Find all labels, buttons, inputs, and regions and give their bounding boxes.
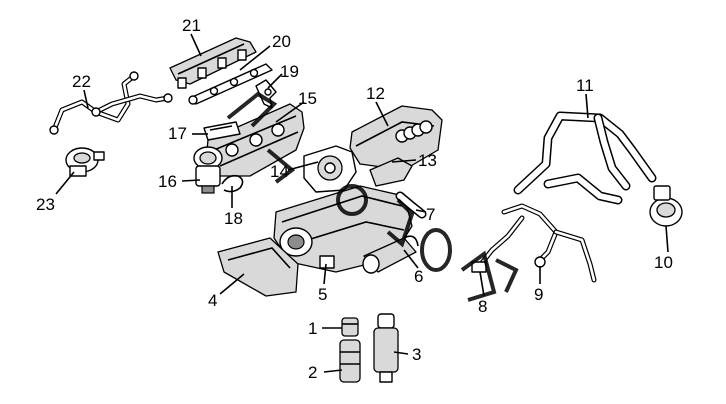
leader-2 — [323, 369, 343, 373]
callout-8: 8 — [478, 297, 487, 316]
part-14-housing — [303, 145, 357, 193]
callout-22: 22 — [72, 72, 91, 91]
callout-13: 13 — [418, 151, 437, 170]
callout-16: 16 — [158, 172, 177, 191]
part-16-throttle-body — [193, 146, 223, 194]
watermark — [226, 91, 519, 302]
leader-3 — [393, 351, 409, 355]
callout-5: 5 — [318, 285, 327, 304]
callout-9: 9 — [534, 285, 543, 304]
leader-19 — [267, 73, 283, 89]
callout-6: 6 — [414, 267, 423, 286]
part-23-valve — [65, 147, 105, 177]
leader-8 — [479, 271, 485, 297]
callout-7: 7 — [426, 205, 435, 224]
part-20-wiring-strip — [188, 63, 273, 105]
part-12-engine-cover — [349, 105, 443, 171]
callout-12: 12 — [366, 84, 385, 103]
leader-11 — [585, 93, 589, 119]
part-9-pipe-assembly — [501, 203, 597, 283]
leader-20 — [239, 45, 271, 71]
callout-1: 1 — [308, 319, 317, 338]
leader-6 — [403, 249, 419, 269]
leader-10 — [665, 225, 669, 253]
part-1-cap — [341, 317, 359, 337]
leader-lines — [55, 33, 669, 373]
leader-12 — [375, 101, 389, 127]
callout-21: 21 — [182, 16, 201, 35]
leader-13 — [391, 159, 417, 163]
callout-2: 2 — [308, 363, 317, 382]
part-22-vacuum-pipes — [49, 71, 173, 135]
leader-7 — [415, 209, 427, 213]
callout-14: 14 — [270, 162, 289, 181]
callout-17: 17 — [168, 124, 187, 143]
callout-19: 19 — [280, 62, 299, 81]
callout-11: 11 — [576, 76, 594, 95]
part-17-gasket — [203, 121, 241, 141]
part-8-pipe-assembly — [471, 215, 525, 273]
part-4-cover-plate — [217, 237, 299, 297]
part-11-coolant-hoses — [513, 111, 657, 205]
leader-21 — [190, 33, 202, 57]
leader-22 — [83, 89, 89, 109]
callout-4: 4 — [208, 291, 217, 310]
callout-10: 10 — [654, 253, 673, 272]
leader-4 — [219, 273, 245, 295]
callout-18: 18 — [224, 209, 243, 228]
callout-23: 23 — [36, 195, 55, 214]
callout-labels: 21 20 19 15 17 16 18 22 23 12 13 14 7 4 … — [36, 16, 673, 382]
part-13-cover — [369, 157, 413, 187]
callout-3: 3 — [412, 345, 421, 364]
leader-16 — [181, 179, 201, 182]
leader-23 — [55, 171, 75, 195]
part-19-bracket — [255, 79, 277, 109]
leader-5 — [323, 263, 327, 285]
callout-15: 15 — [298, 89, 317, 108]
leader-14 — [287, 161, 319, 171]
part-21-coil-cover — [169, 37, 257, 89]
part-3-adapter — [373, 313, 399, 383]
part-2-filter — [339, 339, 361, 383]
part-10-pump — [649, 185, 683, 227]
leader-15 — [275, 101, 305, 123]
callout-20: 20 — [272, 32, 291, 51]
